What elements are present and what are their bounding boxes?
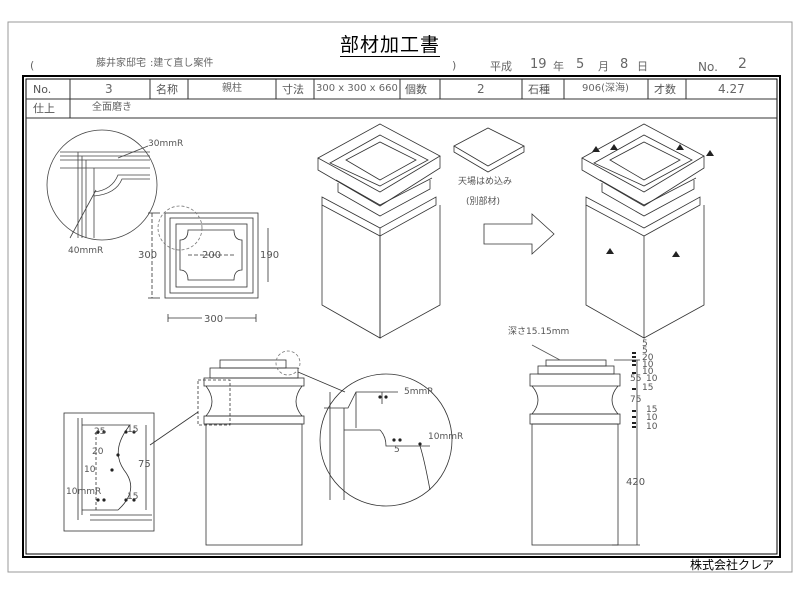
volume-value: 4.27 [718,82,745,96]
top-insert-piece [453,127,525,173]
volume-label: 才数 [654,83,676,96]
no-value: 3 [105,82,113,96]
profile-detail [63,412,155,532]
dim-15-top: 15 [127,425,139,435]
year: 19 [530,57,547,72]
arrow-icon [483,213,555,255]
company-name: 株式会社クレア [689,558,774,572]
radius-5-label: 5mmR [404,387,434,397]
size-value: 300 x 300 x 660 [316,83,398,94]
outer-frame [7,21,793,573]
qty-label: 個数 [405,83,427,96]
stone-label: 石種 [528,83,550,96]
right-dim-11: 10 [646,413,658,423]
name-label: 名称 [156,83,178,96]
marker-icons [592,144,714,257]
qty-value: 2 [477,82,485,96]
finish-label: 仕上 [33,102,55,115]
dim-25: 25 [94,427,106,437]
dim-190: 190 [260,250,280,261]
inner-frame [22,75,781,558]
day: 8 [620,57,629,72]
radius-30-label: 30mmR [148,139,184,149]
open-paren: ( [30,59,35,72]
right-dim-5: 10 [642,367,654,377]
day-unit: 日 [637,60,648,73]
era: 平成 [490,60,512,73]
corner-detail [46,129,158,241]
right-dim-3: 20 [642,353,654,363]
right-dim-4: 10 [642,360,654,370]
elevation-center [149,350,346,546]
stone-value: 906(深海) [582,83,629,94]
month: 5 [576,57,585,72]
iso-pillar-left [317,123,441,339]
iso-pillar-right [581,123,705,339]
radius-10-label: 10mmR [428,432,464,442]
dim-420: 420 [626,477,646,488]
dim-75: 75 [138,459,151,470]
right-dim-7: 10 [646,374,658,384]
right-dim-10: 15 [646,405,658,415]
inner-frame-2 [25,78,778,555]
separate-note: (別部材) [466,197,501,207]
right-dim-9: 75 [630,395,642,405]
size-label: 寸法 [282,83,304,96]
dim-200: 200 [202,250,222,261]
radius-10-profile: 10mmR [66,487,102,497]
depth-note: 深さ15.15mm [508,327,570,337]
dim-10: 10 [84,465,96,475]
round-detail-dots [378,395,422,446]
dim-15-bottom: 15 [127,492,139,502]
page-title: 部材加工書 [340,34,441,57]
right-dim-1: 5 [642,339,648,349]
right-dim-8: 15 [642,383,654,393]
project-name: :建て直し案件 [150,58,214,69]
close-paren: ) [452,59,457,72]
page-label: No. [698,60,718,74]
no-label: No. [33,83,52,96]
dim-300-vertical: 300 [138,250,158,261]
dim-20: 20 [92,447,104,457]
month-unit: 月 [598,60,609,73]
right-dim-12: 10 [646,422,658,432]
right-dim-6: 55 [630,374,642,384]
right-dim-2: 5 [642,346,648,356]
finish-value: 全面磨き [92,102,132,113]
insert-note: 天場はめ込み [458,177,513,187]
year-unit: 年 [553,60,564,73]
radius-40-label: 40mmR [68,246,104,256]
ticks-right [632,352,636,428]
elevation-right [529,344,640,546]
name-value: 親柱 [222,83,242,94]
client-name: 藤井家邸宅 [96,58,146,69]
dim-300-horizontal: 300 [202,314,226,325]
plan-view [148,205,269,322]
page-number: 2 [738,56,747,72]
dim-5: 5 [394,445,400,455]
round-detail [319,373,453,507]
profile-dots [96,430,136,502]
